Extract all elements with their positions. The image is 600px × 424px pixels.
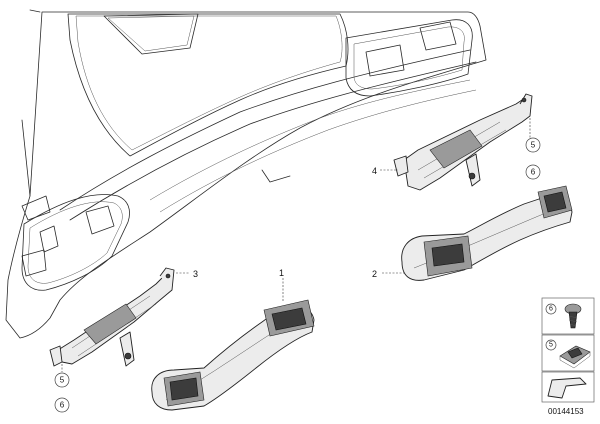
callout-circle-right-upper: [525, 137, 541, 153]
callout-circle-left-lower: [54, 397, 70, 413]
callout-right-upper: 5: [531, 141, 536, 150]
legend-item-top: 6: [549, 306, 553, 313]
callout-circle-right-lower: [525, 164, 541, 180]
headliner-panel: [5, 9, 487, 339]
label-part-1: 1: [279, 268, 284, 278]
document-number: 00144153: [548, 407, 584, 416]
callout-right-lower: 6: [531, 168, 536, 177]
callout-circle-left-upper: [54, 372, 70, 388]
bracket-right: [393, 93, 533, 191]
clip-nut-icon: [559, 345, 591, 369]
grab-handle-right: [401, 185, 573, 281]
label-part-2: 2: [372, 269, 377, 279]
legend-panel: 6 5: [541, 297, 595, 403]
bracket-left: [49, 267, 175, 367]
screw-icon: [564, 303, 582, 329]
legend-circle-mid: [545, 339, 557, 351]
label-part-3: 3: [193, 269, 198, 279]
legend-item-mid: 5: [549, 342, 553, 349]
legend-box-screw: [541, 297, 595, 335]
grab-handle-center: [151, 299, 315, 411]
callout-left-upper: 5: [60, 376, 65, 385]
label-part-4: 4: [372, 166, 377, 176]
shim-plate-icon: [547, 377, 587, 399]
legend-circle-top: [545, 303, 557, 315]
callout-left-lower: 6: [60, 401, 65, 410]
